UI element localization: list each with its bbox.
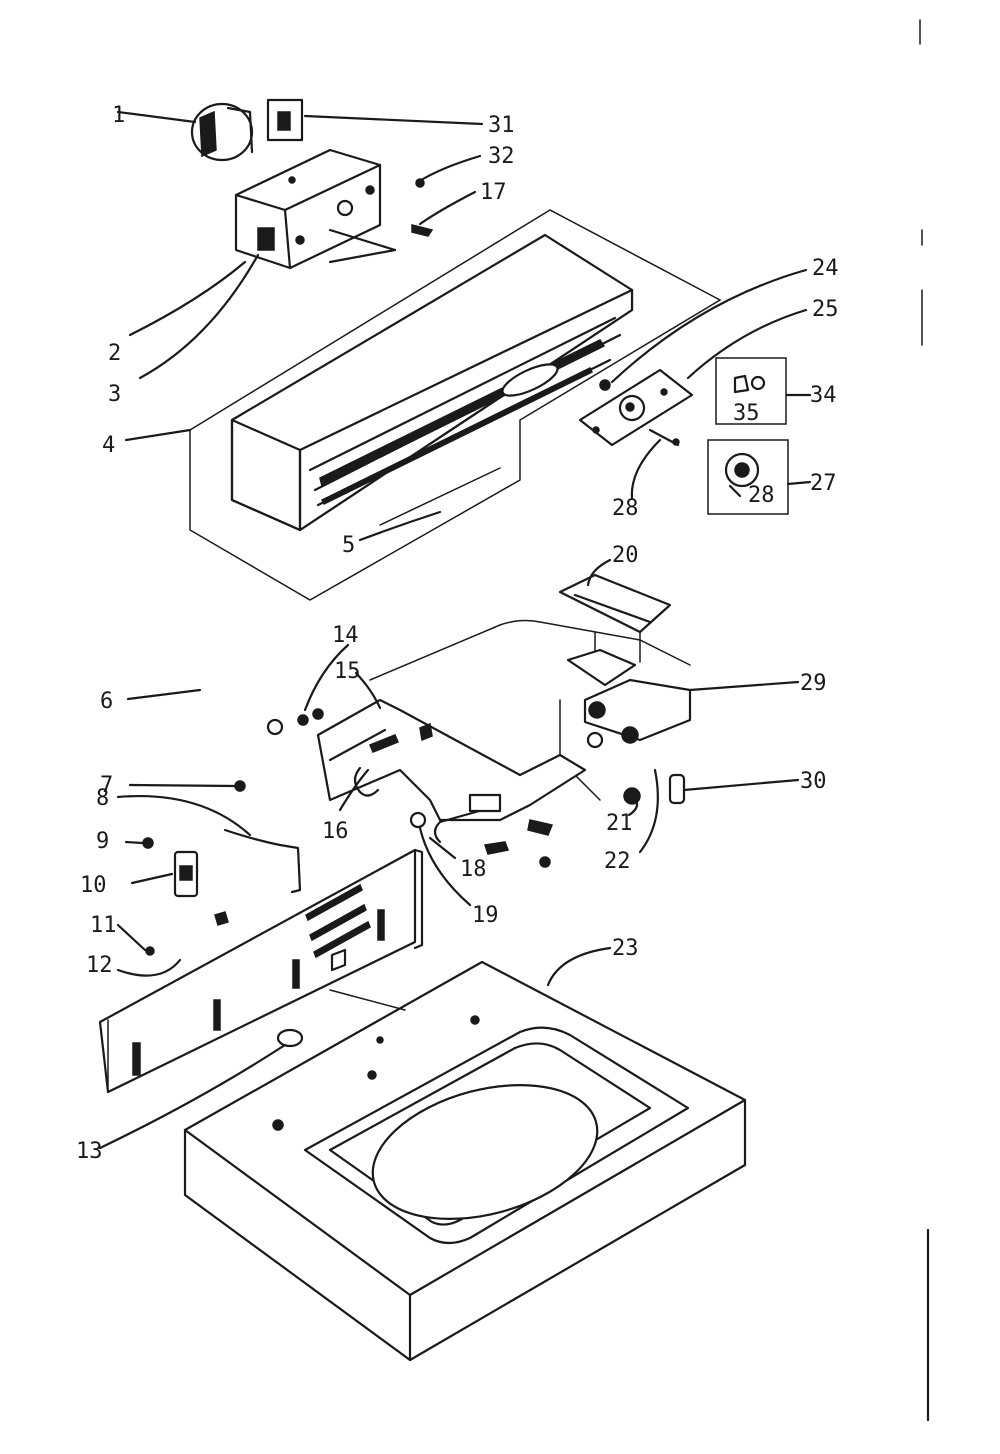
callout-9: 9 — [96, 829, 109, 854]
callout-8: 8 — [96, 786, 109, 811]
callout-17: 17 — [480, 180, 507, 205]
callout-18: 18 — [460, 857, 487, 882]
wire-harness-8 — [223, 828, 302, 894]
callout-25: 25 — [812, 297, 839, 322]
callout-35: 35 — [733, 401, 760, 426]
clip-19 — [409, 811, 427, 829]
switch-10 — [173, 850, 199, 898]
screw-11 — [145, 946, 155, 956]
callout-5: 5 — [342, 533, 355, 558]
bracket-screw — [648, 428, 680, 447]
relay-switch — [266, 98, 304, 142]
top-cover — [183, 960, 747, 1362]
callout-13: 13 — [76, 1139, 103, 1164]
knob-13 — [276, 1028, 304, 1048]
callout-4: 4 — [102, 433, 115, 458]
callout-22: 22 — [604, 849, 631, 874]
clip-small-mid — [214, 911, 229, 926]
callout-32: 32 — [488, 144, 515, 169]
callout-14: 14 — [332, 623, 359, 648]
switch-pad — [566, 648, 637, 687]
washer-screw-14 — [266, 708, 324, 736]
callout-31: 31 — [488, 113, 515, 138]
callout-24: 24 — [812, 256, 839, 281]
callout-1: 1 — [112, 103, 125, 128]
inset-box-34 — [715, 357, 787, 425]
callout-34: 34 — [810, 383, 837, 408]
screw-9 — [142, 837, 154, 849]
callout-20: 20 — [612, 543, 639, 568]
leader-lines — [98, 110, 812, 1150]
margin-marks — [919, 19, 930, 1422]
callout-23: 23 — [612, 936, 639, 961]
callout-10: 10 — [80, 873, 107, 898]
callout-15: 15 — [334, 659, 361, 684]
timer-housing — [234, 148, 397, 270]
callout-28: 28 — [612, 496, 639, 521]
lid-switch-cover — [558, 573, 672, 663]
control-panel-plate — [98, 848, 424, 1094]
callout-11: 11 — [90, 913, 117, 938]
callout-28-inset: 28 — [748, 483, 775, 508]
inset-box-27 — [707, 439, 789, 515]
callout-2: 2 — [108, 341, 121, 366]
timer-motor — [190, 102, 254, 162]
callout-3: 3 — [108, 382, 121, 407]
lid-switch-plug — [668, 773, 686, 805]
lid-switch-block — [583, 678, 692, 749]
callout-12: 12 — [86, 953, 113, 978]
callout-labels: 1 31 32 17 2 3 4 5 24 25 34 35 27 28 28 … — [76, 103, 839, 1164]
clip-7 — [234, 780, 246, 792]
callout-27: 27 — [810, 471, 837, 496]
callout-19: 19 — [472, 903, 499, 928]
callout-21: 21 — [606, 811, 633, 836]
callout-30: 30 — [800, 769, 827, 794]
callout-29: 29 — [800, 671, 827, 696]
mounting-bracket — [578, 368, 694, 447]
callout-7: 7 — [100, 773, 113, 798]
small-screws-top — [411, 178, 434, 237]
callout-6: 6 — [100, 689, 113, 714]
rear-bracket-assembly — [316, 698, 587, 868]
callout-16: 16 — [322, 819, 349, 844]
console-assembly — [189, 209, 722, 601]
